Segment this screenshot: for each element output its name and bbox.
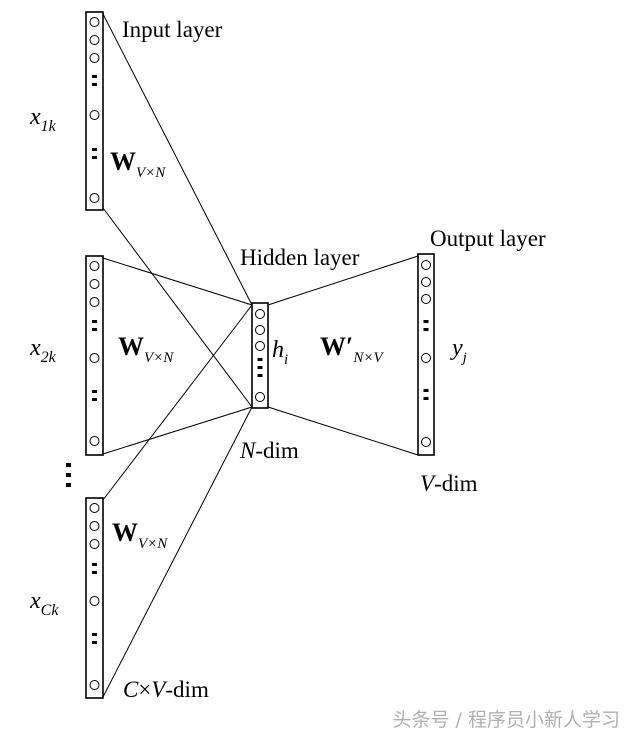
x2k-label: x2k xyxy=(29,335,57,366)
h-i-label: hi xyxy=(272,337,288,368)
connection-lines xyxy=(102,13,419,698)
line-inputc-top-to-hidden xyxy=(102,304,253,501)
v-dim-label: V-dim xyxy=(420,471,478,496)
w-prime-label: W′N×V xyxy=(320,332,384,366)
line-hidden-bottom-to-output xyxy=(267,406,419,456)
output-vector xyxy=(417,253,435,456)
line-input1-top-to-hidden xyxy=(102,13,253,306)
line-inputc-bottom-to-hidden xyxy=(102,406,253,698)
input-layer-label: Input layer xyxy=(122,17,223,42)
output-layer-label: Output layer xyxy=(430,226,546,251)
y-j-label: yj xyxy=(450,335,467,366)
cv-dim-label: C×V-dim xyxy=(123,677,209,702)
watermark-text: 头条号 / 程序员小新人学习 xyxy=(393,709,620,731)
w-label-1: WV×N xyxy=(110,147,166,181)
w-label-c: WV×N xyxy=(112,518,168,552)
more-inputs-ellipsis xyxy=(66,463,71,487)
hidden-vector xyxy=(251,302,269,409)
n-dim-label: N-dim xyxy=(239,438,299,463)
line-input1-bottom-to-hidden xyxy=(102,207,253,408)
input-vector-c xyxy=(85,497,104,699)
line-hidden-top-to-output xyxy=(267,255,419,306)
xck-label: xCk xyxy=(29,588,59,619)
x1k-label: x1k xyxy=(29,104,57,135)
w-label-2: WV×N xyxy=(118,332,174,366)
input-vector-2 xyxy=(85,255,104,456)
line-input2-bottom-to-hidden xyxy=(102,406,253,455)
hidden-layer-label: Hidden layer xyxy=(240,245,360,270)
input-vector-1 xyxy=(85,11,104,211)
line-input2-top-to-hidden xyxy=(102,257,253,306)
